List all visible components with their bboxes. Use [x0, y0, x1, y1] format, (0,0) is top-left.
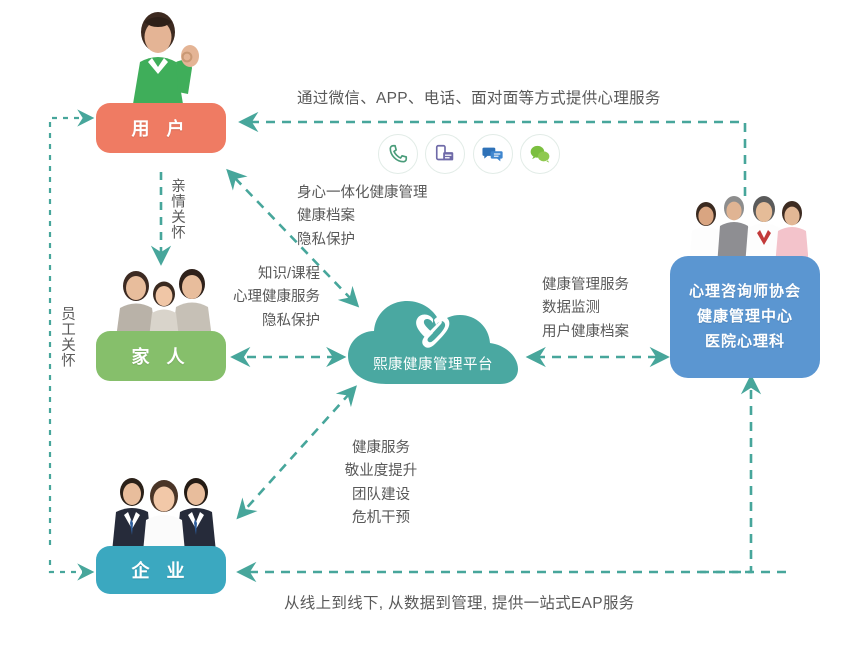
node-user-label: 用 户	[131, 119, 191, 139]
node-enterprise[interactable]: 企 业	[96, 546, 226, 594]
link-platform-user	[226, 168, 360, 308]
institution-line-3: 医院心理科	[704, 333, 785, 351]
link-institution-to-user	[238, 111, 747, 196]
node-platform[interactable]: 熙康健康管理平台	[342, 296, 524, 388]
label-employee-care: 员工关怀	[59, 306, 75, 368]
institution-line-1: 心理咨询师协会	[688, 282, 801, 300]
node-platform-label: 熙康健康管理平台	[373, 357, 493, 373]
node-family[interactable]: 家 人	[96, 331, 226, 381]
institution-line-2: 健康管理中心	[696, 307, 793, 325]
cloud-shape	[348, 301, 518, 384]
link-platform-enterprise	[236, 385, 357, 520]
young-man-photo	[116, 10, 208, 110]
node-user[interactable]: 用 户	[96, 103, 226, 153]
wechat-icon[interactable]	[519, 134, 560, 174]
mobile-app-icon[interactable]	[425, 134, 466, 174]
message-icon[interactable]	[472, 134, 513, 174]
label-family-care: 亲情关怀	[169, 178, 185, 240]
node-institution[interactable]: 心理咨询师协会 健康管理中心 医院心理科	[670, 256, 820, 378]
label-platform-to-institution: 健康管理服务数据监测用户健康档案	[542, 277, 629, 340]
bottom-caption: 从线上到线下, 从数据到管理, 提供一站式EAP服务	[284, 595, 635, 612]
family-photo	[108, 264, 220, 338]
link-employee-care-in	[48, 560, 95, 581]
phone-icon[interactable]	[378, 134, 418, 174]
label-platform-to-user: 身心一体化健康管理健康档案隐私保护	[297, 185, 428, 248]
node-family-label: 家 人	[131, 347, 191, 367]
doctors-photo	[684, 196, 808, 266]
channel-icon-row	[378, 131, 560, 177]
node-enterprise-label: 企 业	[131, 561, 191, 581]
label-platform-to-family: 知识/课程心理健康服务隐私保护	[233, 266, 320, 329]
link-enterprise-to-institution	[700, 374, 762, 574]
link-employee-care	[48, 109, 95, 545]
top-caption: 通过微信、APP、电话、面对面等方式提供心理服务	[297, 90, 661, 107]
label-platform-to-enterprise: 健康服务敬业度提升团队建设危机干预	[344, 440, 418, 527]
business-team-photo	[106, 470, 222, 552]
heart-link-logo	[416, 314, 450, 348]
